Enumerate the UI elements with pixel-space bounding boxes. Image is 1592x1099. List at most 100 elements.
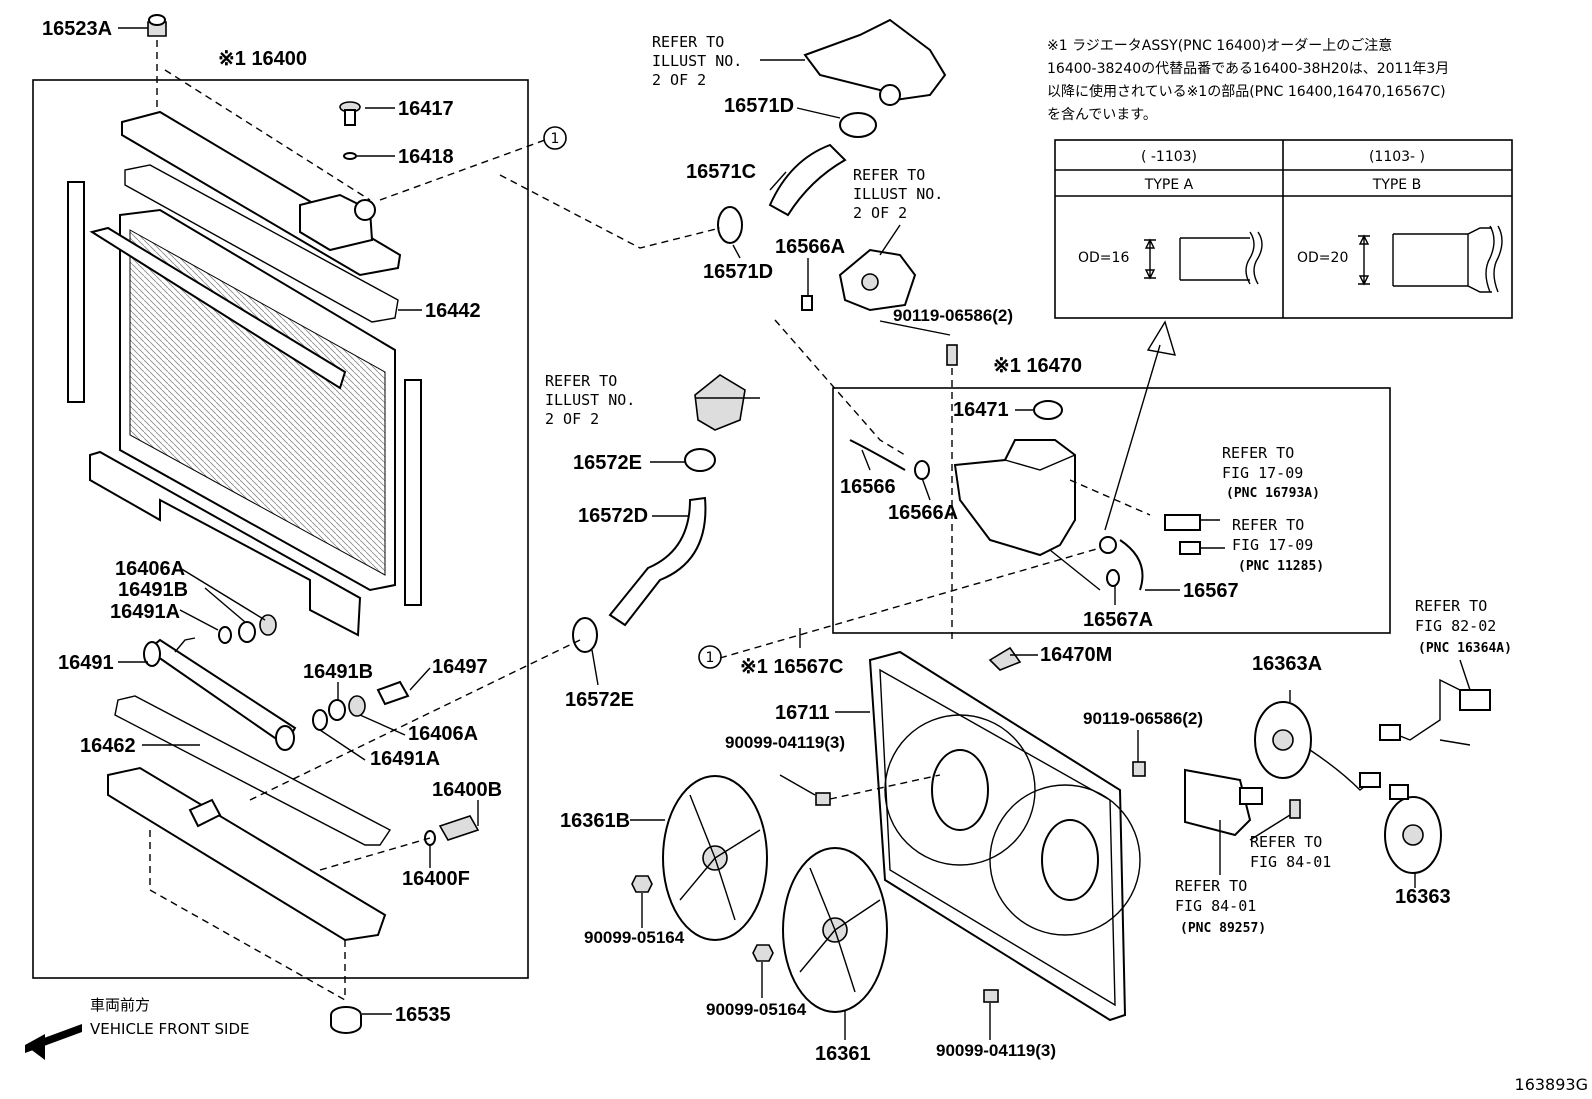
svg-text:1: 1 xyxy=(706,650,715,666)
nut-90099-05164-a xyxy=(631,875,653,893)
gasket-16462 xyxy=(114,695,392,846)
label-16567C: ※1 16567C xyxy=(740,656,844,678)
leader-lines xyxy=(118,27,1471,1040)
label-16535: 16535 xyxy=(395,1004,451,1026)
label-16566A-b: 16566A xyxy=(888,502,958,524)
label-16491B-b: 16491B xyxy=(303,661,373,683)
radiator-core xyxy=(119,208,396,592)
ref-illust-c: REFER TO ILLUST NO. 2 OF 2 xyxy=(545,372,635,428)
oring-16491A-b xyxy=(312,709,328,731)
label-16571C: 16571C xyxy=(686,161,756,183)
side-seal-left xyxy=(67,181,85,403)
label-16400F: 16400F xyxy=(402,868,470,890)
svg-text:(PNC 16364A): (PNC 16364A) xyxy=(1418,641,1512,656)
label-16491A-b: 16491A xyxy=(370,748,440,770)
type-table: ( -1103) (1103- ) TYPE A TYPE B OD=16 OD… xyxy=(1054,139,1513,319)
label-16491A-a: 16491A xyxy=(110,601,180,623)
clamp-16572E-b xyxy=(572,617,598,653)
bolt-motor xyxy=(1289,799,1301,819)
svg-text:1: 1 xyxy=(551,131,560,147)
label-16572D: 16572D xyxy=(578,505,648,527)
svg-text:を含んでいます。: を含んでいます。 xyxy=(1047,107,1157,123)
supersession-note: ※1 ラジエータASSY(PNC 16400)オーダー上のご注意 16400-3… xyxy=(1047,37,1449,123)
reservoir-tank xyxy=(953,439,1076,557)
radiator-assembly-box xyxy=(32,79,529,979)
clamp-16566A-b xyxy=(914,460,930,480)
label-16572E-b: 16572E xyxy=(565,689,634,711)
oring-16491B-a xyxy=(238,621,256,643)
fan-motor-16363 xyxy=(1384,796,1442,874)
bolt-90119-b xyxy=(1132,761,1146,777)
hose-16572D xyxy=(608,496,707,627)
label-90099-05164-a: 90099-05164 xyxy=(584,928,685,947)
svg-text:2 OF 2: 2 OF 2 xyxy=(853,204,907,222)
upper-tank xyxy=(121,110,402,277)
svg-text:FIG 82-02: FIG 82-02 xyxy=(1415,617,1496,635)
clamp-16571D-b xyxy=(717,206,743,244)
side-seal-right xyxy=(404,379,422,606)
label-90119-b: 90119-06586(2) xyxy=(1083,709,1203,728)
ref-fig8401-a: REFER TO FIG 84-01 xyxy=(1250,833,1331,871)
svg-text:REFER TO: REFER TO xyxy=(1232,516,1304,534)
label-16566: 16566 xyxy=(840,476,896,498)
svg-text:FIG 17-09: FIG 17-09 xyxy=(1222,464,1303,482)
fan-16361 xyxy=(782,847,888,1013)
callout-marker-1-top: 1 xyxy=(543,126,567,150)
cooler-pipe-16491 xyxy=(143,637,297,751)
svg-text:以降に使用されている※1の部品(PNC 16400,1647: 以降に使用されている※1の部品(PNC 16400,16470,16567C) xyxy=(1047,83,1446,100)
ref-illust-b: REFER TO ILLUST NO. 2 OF 2 xyxy=(853,166,943,222)
lower-baffle xyxy=(89,450,362,637)
ref-fig8202: REFER TO FIG 82-02 (PNC 16364A) xyxy=(1415,597,1512,656)
label-16361B: 16361B xyxy=(560,810,630,832)
front-direction-arrow xyxy=(25,1024,82,1060)
label-16417: 16417 xyxy=(398,98,454,120)
table-col1-type: TYPE A xyxy=(1144,177,1194,193)
label-16462: 16462 xyxy=(80,735,136,757)
lower-tank xyxy=(107,766,387,942)
svg-text:REFER TO: REFER TO xyxy=(1250,833,1322,851)
bolt-90099-04119-b xyxy=(983,989,999,1003)
gasket-16442 xyxy=(124,164,399,323)
grommet-16567C xyxy=(1099,536,1117,554)
svg-text:REFER TO: REFER TO xyxy=(545,372,617,390)
svg-text:(PNC 16793A): (PNC 16793A) xyxy=(1226,486,1320,501)
bolt-16417 xyxy=(339,101,361,126)
upper-seal-bar xyxy=(89,226,347,390)
bracket-11285 xyxy=(1179,541,1201,555)
label-16491B-a: 16491B xyxy=(118,579,188,601)
label-16711: 16711 xyxy=(775,702,830,724)
svg-text:16400-38240の代替品番である16400-38H20: 16400-38240の代替品番である16400-38H20は、2011年3月 xyxy=(1047,61,1449,77)
label-16406A-a: 16406A xyxy=(115,558,185,580)
table-col2-type: TYPE B xyxy=(1372,177,1421,193)
label-90099-05164-b: 90099-05164 xyxy=(706,1000,807,1019)
oring-16491B-b xyxy=(328,699,346,721)
ref-fig8401-b: REFER TO FIG 84-01 (PNC 89257) xyxy=(1175,877,1266,936)
svg-text:REFER TO: REFER TO xyxy=(1222,444,1294,462)
label-16567A: 16567A xyxy=(1083,609,1153,631)
svg-text:※1 ラジエータASSY(PNC 16400)オーダー上のご: ※1 ラジエータASSY(PNC 16400)オーダー上のご注意 xyxy=(1047,37,1392,54)
fan-resistor xyxy=(1184,768,1263,837)
detail-arrow xyxy=(1104,320,1177,531)
clamp-16572E-a xyxy=(684,448,716,472)
thermostat-housing xyxy=(694,374,746,431)
label-16361: 16361 xyxy=(815,1043,871,1065)
label-16406A-b: 16406A xyxy=(408,723,478,745)
svg-text:REFER TO: REFER TO xyxy=(1415,597,1487,615)
svg-text:ILLUST NO.: ILLUST NO. xyxy=(545,391,635,409)
direction-en: VEHICLE FRONT SIDE xyxy=(90,1020,250,1038)
label-16571D-a: 16571D xyxy=(724,95,794,117)
ref-fig1709-a: REFER TO FIG 17-09 (PNC 16793A) xyxy=(1222,444,1320,501)
clamp-16571D-a xyxy=(839,112,877,138)
plug-16406A-b xyxy=(348,695,366,717)
drain-cock-16400B xyxy=(438,815,480,841)
label-16497: 16497 xyxy=(432,656,488,678)
table-col1-header: ( -1103) xyxy=(1141,149,1197,165)
oring-16491A-a xyxy=(218,626,232,644)
label-16400: ※1 16400 xyxy=(218,48,307,70)
svg-text:FIG 84-01: FIG 84-01 xyxy=(1250,853,1331,871)
svg-text:(PNC 89257): (PNC 89257) xyxy=(1180,921,1266,936)
fan-motor-16363A xyxy=(1254,701,1381,791)
callout-marker-1-bottom: 1 xyxy=(698,645,722,669)
reservoir-assembly-box xyxy=(832,387,1391,634)
